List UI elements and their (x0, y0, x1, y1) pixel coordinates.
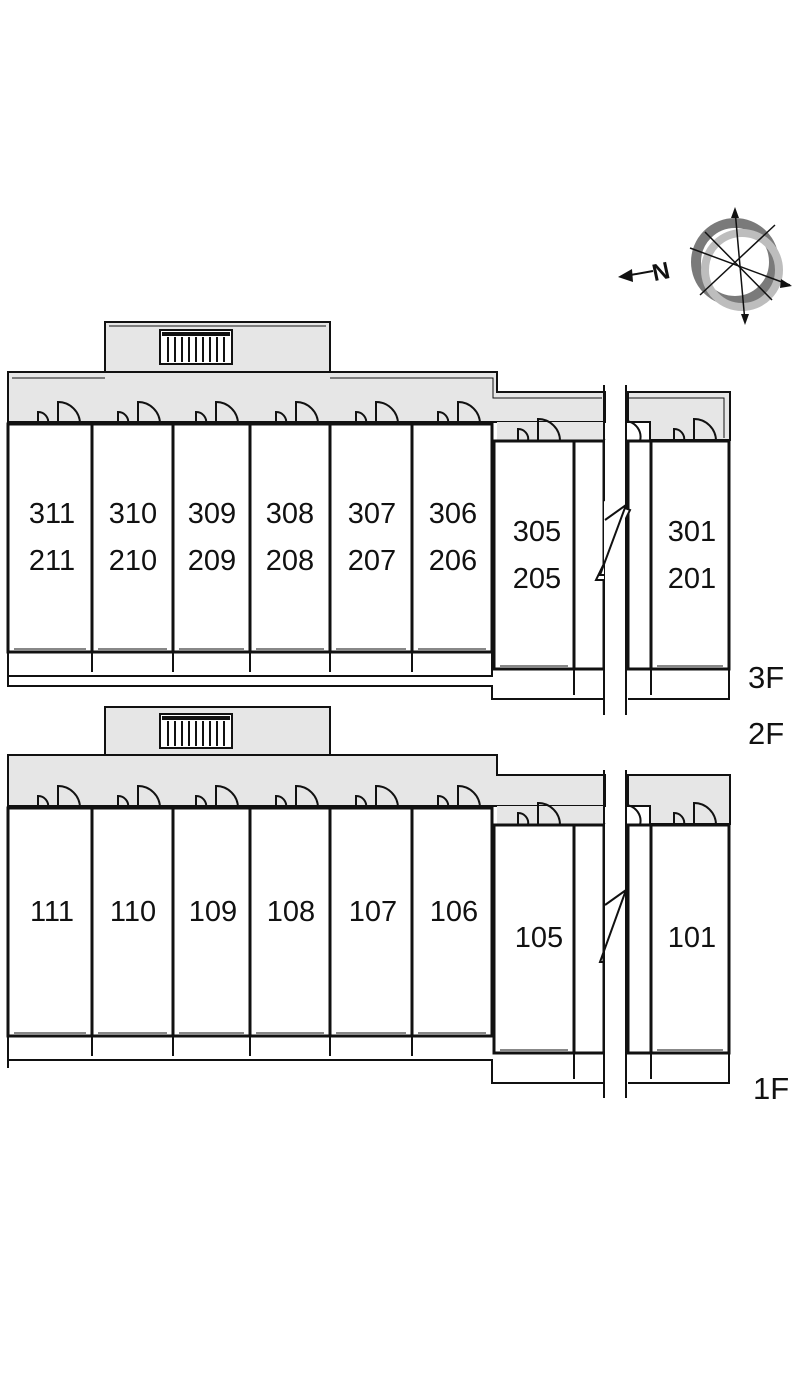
unit-label-207: 207 (348, 545, 396, 577)
unit-label-110: 110 (110, 896, 156, 928)
unit-label-101: 101 (668, 922, 716, 954)
unit-label-107: 107 (349, 896, 397, 928)
floor-label-2f: 2F (748, 716, 784, 751)
unit-label-208: 208 (266, 545, 314, 577)
unit-label-106: 106 (430, 896, 478, 928)
unit-label-301: 301 (668, 516, 716, 548)
unit-label-306: 306 (429, 498, 477, 530)
floor-label-1f: 1F (753, 1071, 789, 1106)
unit-label-305: 305 (513, 516, 561, 548)
unit-label-309: 309 (188, 498, 236, 530)
floor-label-3f: 3F (748, 660, 784, 695)
unit-label-308: 308 (266, 498, 314, 530)
unit-label-307: 307 (348, 498, 396, 530)
staircase-icon (159, 713, 233, 749)
unit-label-205: 205 (513, 563, 561, 595)
unit-label-109: 109 (189, 896, 237, 928)
staircase-icon (159, 329, 233, 365)
unit-label-209: 209 (188, 545, 236, 577)
north-arrow-compass-icon: N (618, 207, 792, 325)
unit-label-310: 310 (109, 498, 157, 530)
unit-label-210: 210 (109, 545, 157, 577)
unit-label-105: 105 (515, 922, 563, 954)
ground-floor-block: 111 110 109 108 107 106 105 101 1F (6, 706, 789, 1106)
unit-label-201: 201 (668, 563, 716, 595)
unit-label-206: 206 (429, 545, 477, 577)
compass-north-label: N (650, 257, 673, 287)
upper-floor-block: 311 211 310 210 309 209 308 208 307 207 … (6, 321, 784, 751)
unit-label-211: 211 (29, 545, 75, 577)
unit-label-108: 108 (267, 896, 315, 928)
unit-label-111: 111 (30, 896, 74, 928)
unit-label-311: 311 (29, 498, 75, 530)
